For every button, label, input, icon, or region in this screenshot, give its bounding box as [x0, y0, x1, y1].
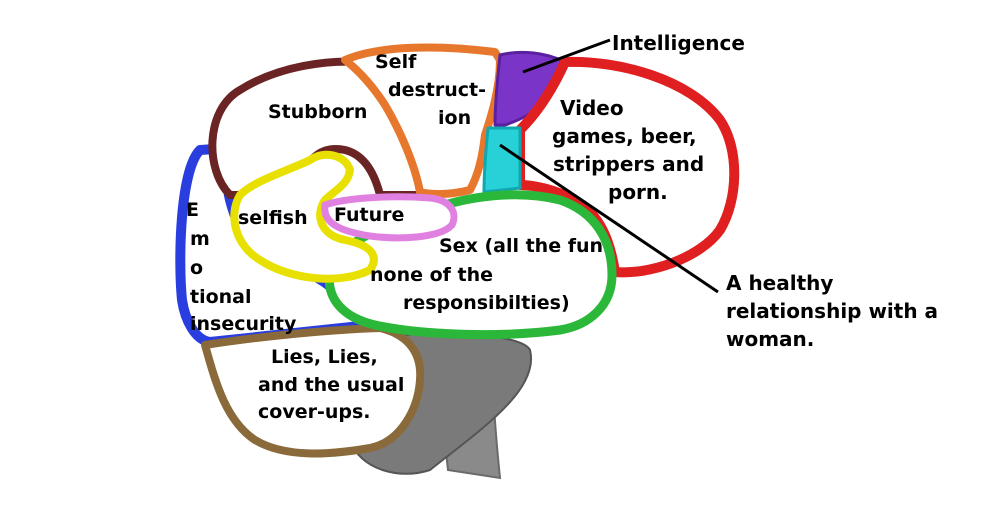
label-line: ion — [438, 107, 471, 129]
label-line: Stubborn — [268, 101, 367, 123]
label-line: Video — [560, 96, 624, 120]
pointer-line-healthy-relationship — [499, 143, 719, 294]
label-line: Sex (all the fun — [439, 235, 603, 257]
label-emotional-insecurity: E m o tional insecurity — [186, 199, 297, 335]
label-future: Future — [334, 204, 404, 226]
label-line: cover-ups. — [258, 401, 371, 423]
label-self-destruction: Self destruct- ion — [375, 51, 493, 129]
label-line: o — [190, 257, 203, 279]
label-sex: Sex (all the fun none of the responsibil… — [370, 235, 610, 314]
region-selfish — [230, 150, 378, 283]
label-line: tional — [190, 286, 252, 308]
label-selfish: selfish — [238, 207, 308, 229]
region-future — [321, 193, 458, 242]
label-intelligence: Intelligence — [612, 31, 745, 55]
label-video-games: Video games, beer, strippers and porn. — [552, 96, 711, 204]
label-line: strippers and — [553, 152, 704, 176]
label-line: relationship with a — [726, 299, 938, 323]
pointer-line-intelligence — [522, 38, 611, 74]
label-line: Self — [375, 51, 417, 73]
label-line: insecurity — [190, 313, 297, 335]
label-line: A healthy — [726, 271, 833, 295]
label-line: destruct- — [388, 79, 486, 101]
label-stubborn: Stubborn — [268, 101, 367, 123]
label-line: games, beer, — [552, 124, 697, 148]
label-healthy-relationship: A healthy relationship with a woman. — [726, 271, 945, 351]
label-line: responsibilties) — [403, 292, 570, 314]
label-line: porn. — [608, 180, 668, 204]
label-line: none of the — [370, 264, 493, 286]
region-healthy-relationship — [482, 126, 522, 194]
region-lies — [201, 324, 425, 458]
label-line: E — [186, 199, 199, 221]
region-self-destruction — [341, 43, 504, 199]
label-line: and the usual — [258, 374, 404, 396]
label-line: Intelligence — [612, 31, 745, 55]
label-line: m — [190, 228, 210, 250]
label-line: Future — [334, 204, 404, 226]
label-line: woman. — [726, 327, 814, 351]
label-line: Lies, Lies, — [271, 346, 378, 368]
label-lies: Lies, Lies, and the usual cover-ups. — [258, 346, 411, 423]
label-line: selfish — [238, 207, 308, 229]
